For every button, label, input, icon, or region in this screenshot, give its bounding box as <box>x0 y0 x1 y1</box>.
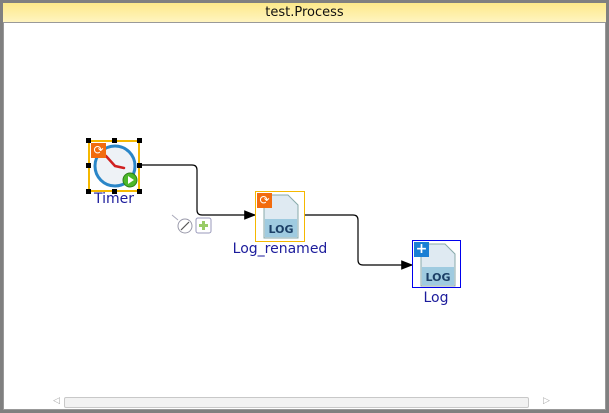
resize-handle[interactable] <box>137 163 142 168</box>
connection-hint-icon[interactable] <box>171 214 193 234</box>
svg-text:LOG: LOG <box>426 271 451 284</box>
svg-text:LOG: LOG <box>269 223 294 236</box>
timer-label[interactable]: Timer <box>93 191 135 207</box>
refresh-icon: ⟳ <box>91 143 106 158</box>
log-label[interactable]: Log <box>423 290 449 306</box>
resize-handle[interactable] <box>112 138 117 143</box>
log-renamed-node[interactable]: LOG ⟳ <box>255 191 305 242</box>
log-file-icon: LOG <box>420 243 456 287</box>
resize-handle[interactable] <box>86 138 91 143</box>
log-file-icon: LOG <box>263 194 299 239</box>
resize-handle[interactable] <box>137 189 142 194</box>
resize-handle[interactable] <box>86 163 91 168</box>
resize-handle[interactable] <box>112 189 117 194</box>
resize-handle[interactable] <box>137 138 142 143</box>
editor-title-bar: test.Process <box>3 3 606 22</box>
add-component-icon[interactable] <box>195 217 212 234</box>
scroll-left-arrow[interactable]: ◁ <box>53 396 60 406</box>
log-node[interactable]: LOG + <box>412 240 461 288</box>
connector-log-renamed-to-log[interactable] <box>305 214 414 270</box>
log-renamed-label[interactable]: Log_renamed <box>232 241 328 257</box>
connector-timer-to-log-renamed[interactable] <box>140 164 257 220</box>
refresh-icon: ⟳ <box>257 193 272 208</box>
timer-node[interactable]: ⟳ <box>88 140 140 192</box>
resize-handle[interactable] <box>86 189 91 194</box>
horizontal-scrollbar[interactable] <box>64 397 529 408</box>
plus-icon: + <box>414 241 429 257</box>
editor-title: test.Process <box>265 5 344 20</box>
scroll-right-arrow[interactable]: ▷ <box>543 396 550 406</box>
